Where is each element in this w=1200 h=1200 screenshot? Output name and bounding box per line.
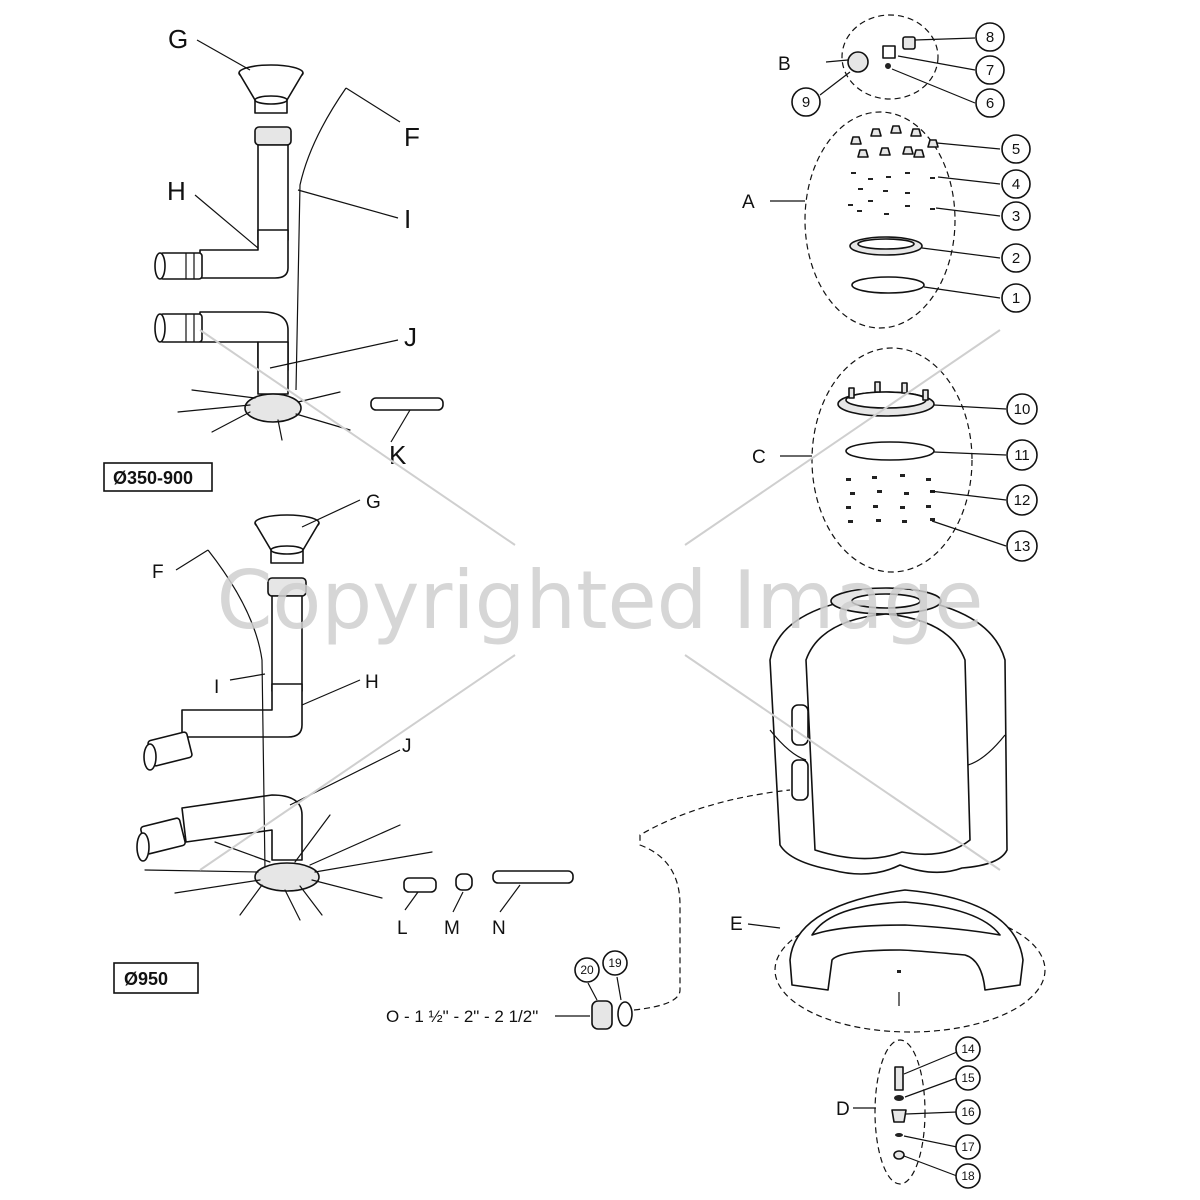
size-label-top: Ø350-900 bbox=[113, 468, 193, 488]
callout-13: 13 bbox=[1014, 538, 1031, 555]
callout-17: 17 bbox=[961, 1140, 975, 1154]
hub-laterals-lower bbox=[144, 814, 433, 921]
callout-3: 3 bbox=[1012, 208, 1020, 225]
label-b: B bbox=[778, 54, 791, 75]
callout-12: 12 bbox=[1014, 492, 1031, 509]
label-i-upper: I bbox=[404, 204, 411, 234]
oring-1 bbox=[851, 276, 925, 294]
label-f-upper: F bbox=[404, 122, 420, 152]
size-box-top: Ø350-900 bbox=[103, 462, 213, 492]
bolts-12-13 bbox=[846, 474, 935, 523]
nipple-upper-j bbox=[159, 313, 203, 343]
label-h-upper: H bbox=[167, 176, 186, 206]
callout-9: 9 bbox=[802, 94, 810, 111]
cap-m bbox=[455, 873, 473, 891]
label-m-lower: M bbox=[444, 918, 460, 939]
spare-lateral-k bbox=[370, 397, 444, 411]
label-n-lower: N bbox=[492, 918, 506, 939]
collar-upper bbox=[254, 126, 292, 146]
base-e bbox=[774, 889, 1046, 1033]
label-j-lower: J bbox=[402, 736, 412, 757]
nipple-upper-h bbox=[159, 252, 203, 280]
funnel-g-upper bbox=[238, 64, 304, 114]
size-box-bottom: Ø950 bbox=[113, 962, 199, 994]
label-j-upper: J bbox=[404, 322, 417, 352]
callout-15: 15 bbox=[961, 1071, 975, 1085]
upper-lateral-assembly bbox=[154, 39, 444, 443]
callout-20: 20 bbox=[580, 963, 594, 977]
label-g-upper: G bbox=[168, 24, 188, 54]
label-g-lower: G bbox=[366, 492, 381, 513]
central-pipe-upper bbox=[257, 144, 289, 241]
callout-2: 2 bbox=[1012, 250, 1020, 267]
callouts bbox=[819, 37, 1007, 1177]
lateral-n bbox=[492, 870, 574, 884]
group-a-lid-assembly bbox=[804, 111, 956, 329]
group-d-drain bbox=[874, 1039, 926, 1185]
callout-11: 11 bbox=[1014, 447, 1030, 464]
callout-1: 1 bbox=[1012, 290, 1020, 307]
callout-18: 18 bbox=[961, 1169, 975, 1183]
label-f-lower: F bbox=[152, 562, 164, 583]
elbow-lower-h bbox=[181, 683, 303, 738]
label-d: D bbox=[836, 1099, 850, 1120]
callout-8: 8 bbox=[986, 29, 994, 46]
hub-laterals-upper bbox=[177, 389, 351, 441]
label-c: C bbox=[752, 447, 766, 468]
label-h-lower: H bbox=[365, 672, 379, 693]
callout-16: 16 bbox=[961, 1105, 975, 1119]
elbow-lower-j bbox=[181, 794, 303, 861]
callout-14: 14 bbox=[961, 1042, 975, 1056]
coupling-l bbox=[403, 877, 437, 893]
callout-19: 19 bbox=[608, 956, 622, 970]
screws-5 bbox=[850, 125, 939, 158]
callout-10: 10 bbox=[1014, 401, 1031, 418]
label-a: A bbox=[742, 192, 755, 213]
label-i-lower: I bbox=[214, 677, 219, 698]
vent-tube-upper bbox=[295, 87, 347, 391]
watermark: Copyrighted Image bbox=[199, 329, 1001, 871]
size-label-bottom: Ø950 bbox=[124, 969, 168, 989]
oring-11 bbox=[845, 441, 935, 461]
callout-4: 4 bbox=[1012, 176, 1020, 193]
group-b-pressure-gauge bbox=[841, 14, 939, 100]
label-o-connection: O - 1 ½" - 2" - 2 1/2" bbox=[386, 1007, 538, 1026]
spare-parts-lower bbox=[403, 870, 574, 893]
filter-tank-body bbox=[769, 587, 1008, 875]
callout-5: 5 bbox=[1012, 141, 1020, 158]
label-l-lower: L bbox=[397, 918, 408, 939]
lower-lateral-assembly bbox=[136, 499, 574, 921]
group-c-flange-assembly bbox=[811, 347, 973, 573]
union-connection-o bbox=[591, 789, 791, 1030]
callout-circles bbox=[574, 22, 1038, 1189]
vent-tube-lower bbox=[207, 549, 266, 871]
elbow-upper-h bbox=[199, 229, 289, 279]
callout-6: 6 bbox=[986, 95, 994, 112]
callout-7: 7 bbox=[986, 62, 994, 79]
watermark-text: Copyrighted Image bbox=[217, 554, 984, 647]
washers-4-3 bbox=[848, 172, 935, 215]
label-e: E bbox=[730, 914, 743, 935]
